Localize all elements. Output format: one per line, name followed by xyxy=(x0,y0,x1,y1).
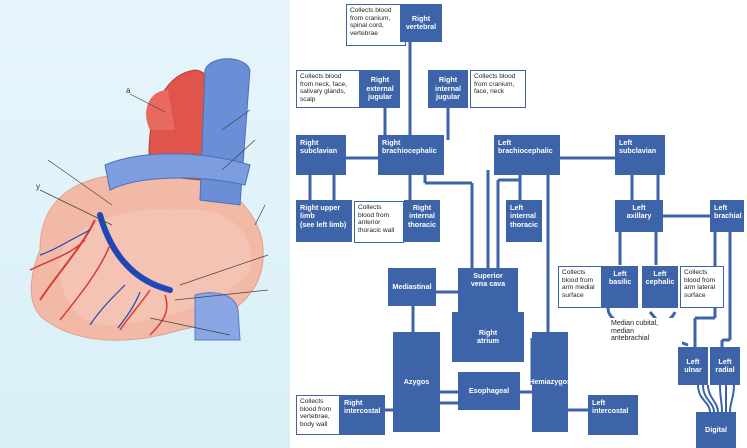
right-brachiocephalic-box: Right brachiocephalic xyxy=(378,135,444,175)
azygos-box: Azygos xyxy=(393,332,440,432)
left-ulnar-box: Left ulnar xyxy=(678,347,708,385)
right-internal-thoracic-box: Right internal thoracic xyxy=(404,200,440,242)
left-cephalic-box: Left cephalic xyxy=(642,266,678,308)
right-internal-jugular-box: Right internal jugular xyxy=(428,70,468,108)
note-cephalic: Collects blood from arm lateral surface xyxy=(680,266,724,308)
right-subclavian-box: Right subclavian xyxy=(296,135,346,175)
heart-illustration xyxy=(29,58,269,341)
note-intercostal: Collects blood from vertebrae, body wall xyxy=(296,395,340,435)
left-brachiocephalic-box: Left brachiocephalic xyxy=(494,135,560,175)
median-cubital-label: Median cubital, median antebrachial xyxy=(608,318,682,352)
esophageal-box: Esophageal xyxy=(458,372,520,410)
heart-illustration-panel: a y xyxy=(0,0,290,448)
hemiazygos-box: Hemiazygos xyxy=(529,332,571,432)
mediastinal-box: Mediastinal xyxy=(388,268,436,306)
note-external-jugular: Collects blood from neck, face, salivary… xyxy=(296,70,360,108)
note-vertebral: Collects blood from cranium, spinal cord… xyxy=(346,4,406,46)
right-atrium-box: Right atrium xyxy=(452,312,524,362)
left-internal-thoracic-box: Left internal thoracic xyxy=(506,200,542,242)
right-intercostal-box: Right intercostal xyxy=(340,395,385,435)
left-brachial-box: Left brachial xyxy=(710,200,744,232)
left-subclavian-box: Left subclavian xyxy=(615,135,665,175)
note-internal-thoracic: Collects blood from anterior thoracic wa… xyxy=(354,201,404,243)
right-upper-limb-box: Right upper limb (see left limb) xyxy=(296,200,352,242)
left-intercostal-box: Left intercostal xyxy=(588,395,638,435)
digital-box: Digital xyxy=(696,412,736,448)
label-y: y xyxy=(36,182,40,191)
left-basilic-box: Left basilic xyxy=(602,266,638,308)
right-vertebral-box: Right vertebral xyxy=(400,4,442,42)
right-external-jugular-box: Right external jugular xyxy=(360,70,400,108)
venous-flowchart: Collects blood from cranium, spinal cord… xyxy=(290,0,747,448)
left-radial-box: Left radial xyxy=(710,347,740,385)
note-internal-jugular: Collects blood from cranium, face, neck xyxy=(470,70,526,108)
left-axillary-box: Left axillary xyxy=(615,200,663,232)
label-a: a xyxy=(126,86,131,95)
note-basilic: Collects blood from arm medial surface xyxy=(558,266,602,308)
